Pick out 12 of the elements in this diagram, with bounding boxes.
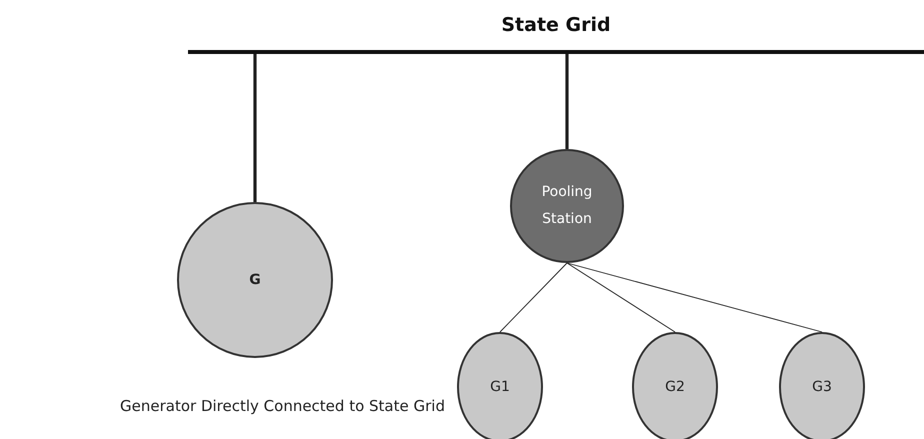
connector-line (566, 262, 676, 332)
generator-circle: G1 (457, 332, 543, 439)
connector-line (566, 262, 822, 332)
connector-line (565, 54, 569, 149)
caption: Generator Directly Connected to State Grid (120, 397, 445, 415)
generator-circle: G3 (779, 332, 865, 439)
connector-line (253, 54, 257, 202)
pooling-station-circle: Pooling Station (510, 149, 624, 263)
generator-circle: G (177, 202, 333, 358)
connector-line (500, 262, 568, 332)
bus-label: State Grid (500, 14, 612, 36)
generator-circle: G2 (632, 332, 718, 439)
